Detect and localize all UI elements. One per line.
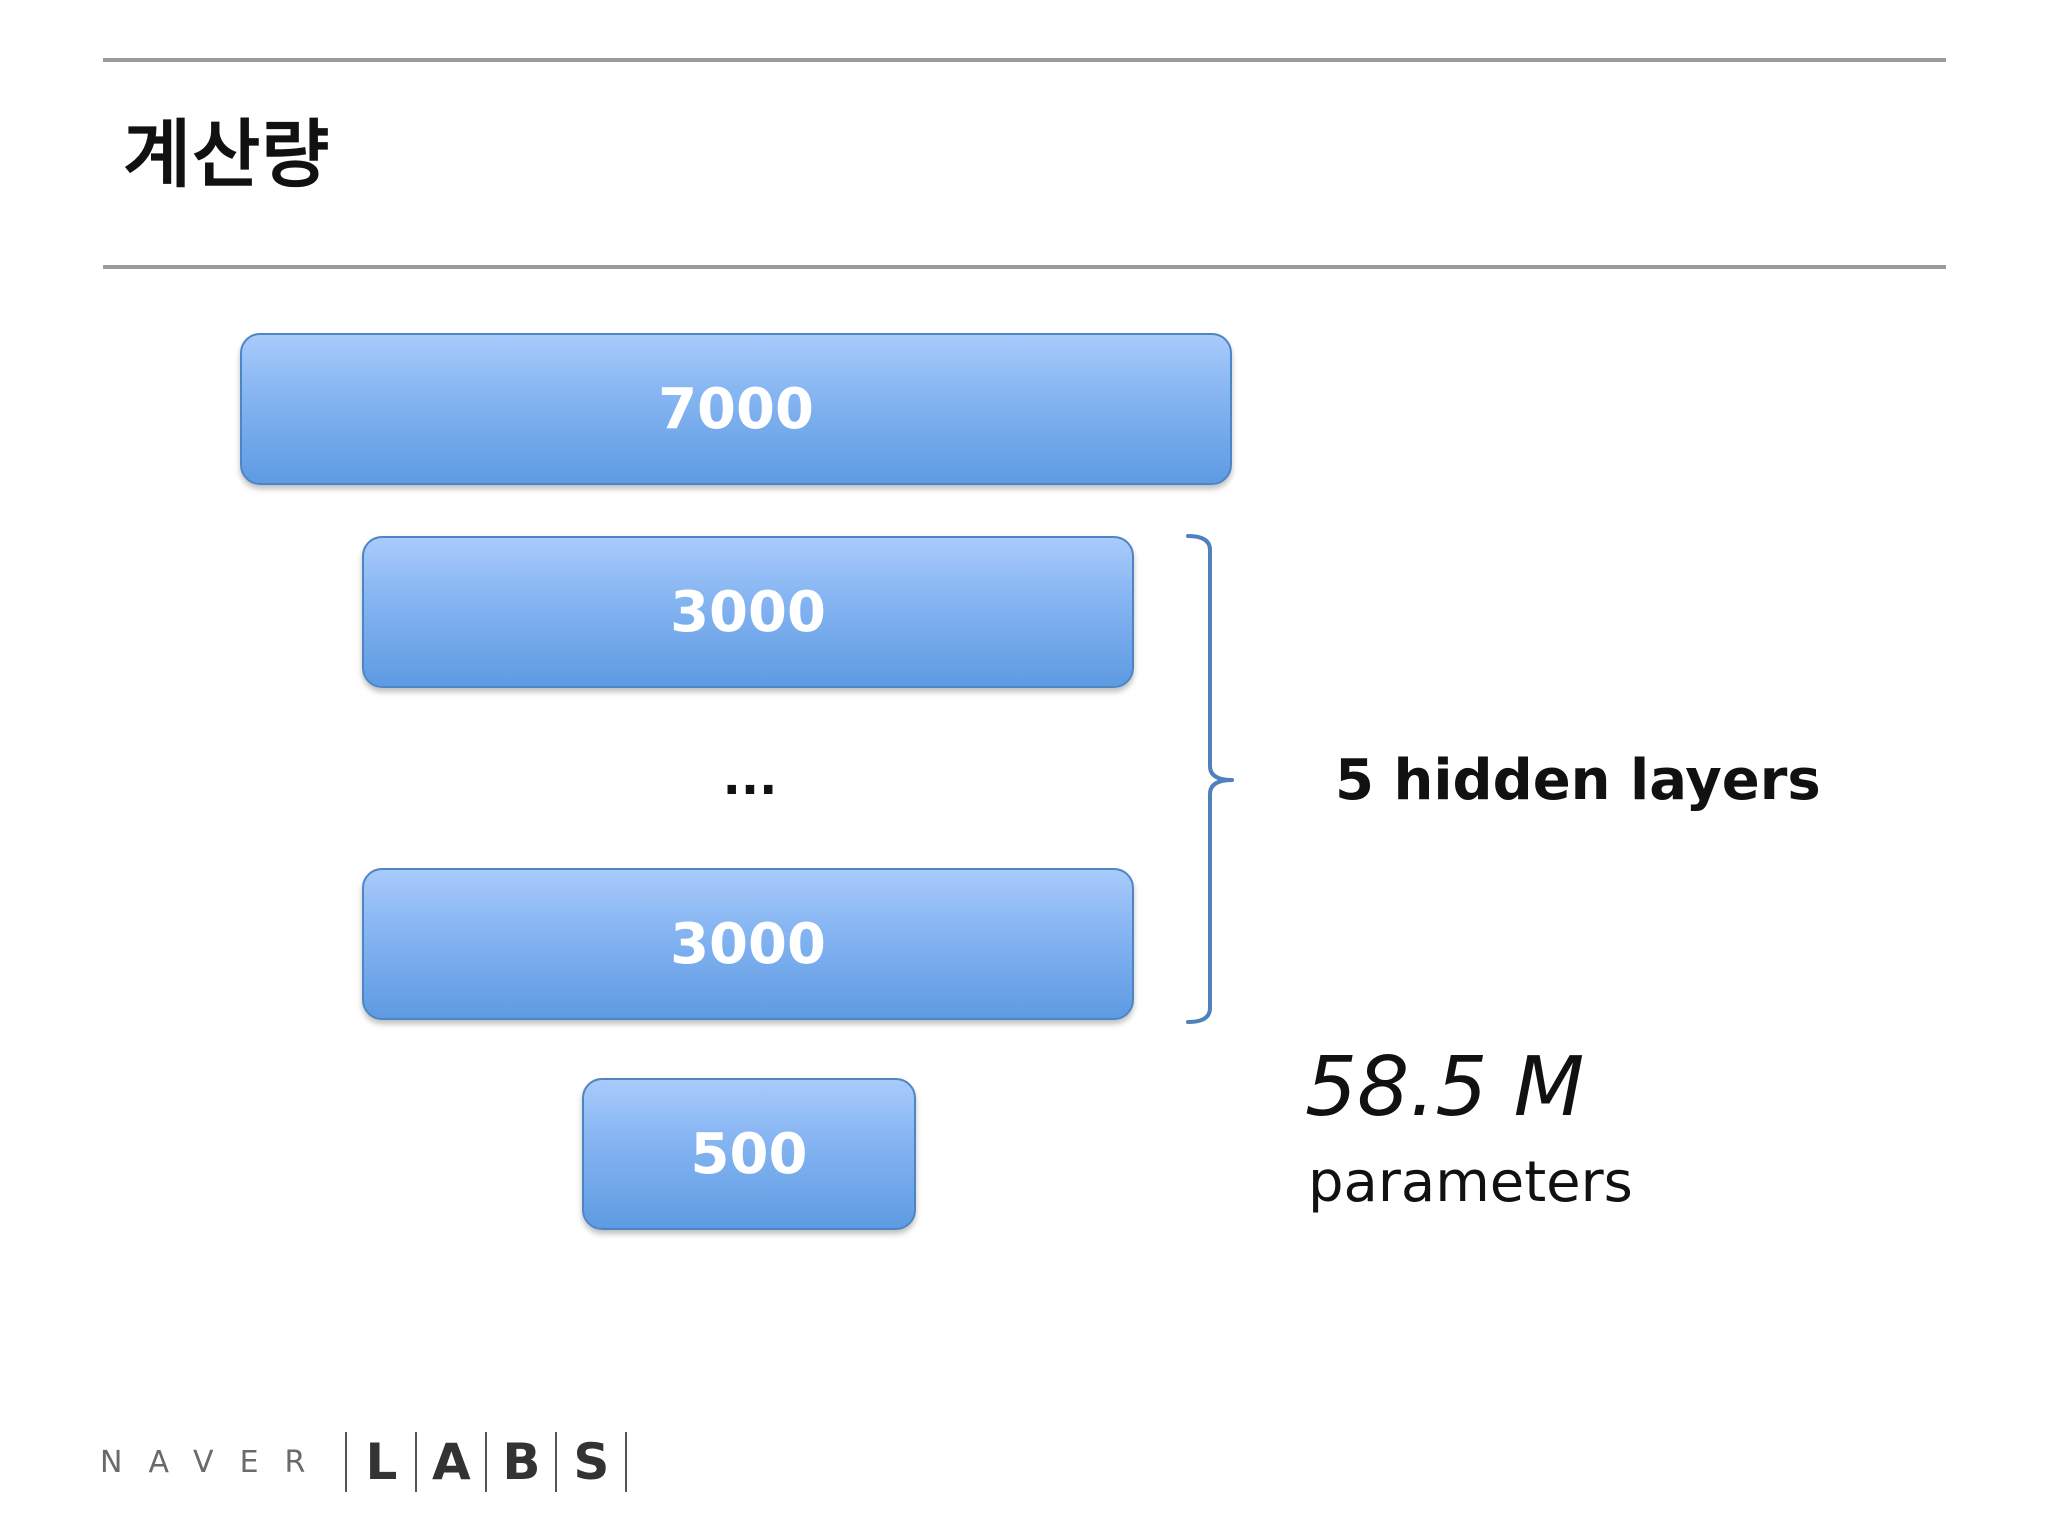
hidden-layer-last-label: 3000	[670, 911, 826, 977]
input-layer-label: 7000	[658, 376, 814, 442]
layers-ellipsis: ...	[722, 750, 778, 806]
hidden-layer-first-label: 3000	[670, 579, 826, 645]
output-layer-box: 500	[582, 1078, 916, 1230]
right-curly-brace-icon	[1186, 534, 1234, 1024]
input-layer-box: 7000	[240, 333, 1232, 485]
output-layer-label: 500	[690, 1121, 808, 1187]
hidden-layer-last-box: 3000	[362, 868, 1134, 1020]
top-divider	[103, 58, 1946, 62]
logo-letter: L	[365, 1433, 398, 1491]
hidden-layers-label: 5 hidden layers	[1335, 748, 1821, 813]
naver-labs-logo: NAVER L A B S	[100, 1430, 641, 1494]
title-divider	[103, 265, 1946, 269]
logo-letter: A	[432, 1433, 471, 1491]
logo-naver-text: NAVER	[100, 1444, 332, 1480]
logo-letter: S	[573, 1433, 610, 1491]
logo-divider	[345, 1432, 348, 1492]
slide-title: 계산량	[123, 112, 331, 198]
logo-divider	[625, 1432, 628, 1492]
parameter-count: 58.5 M	[1305, 1040, 1585, 1135]
logo-divider	[555, 1432, 558, 1492]
logo-divider	[415, 1432, 418, 1492]
logo-letter: B	[502, 1433, 541, 1491]
hidden-layer-first-box: 3000	[362, 536, 1134, 688]
logo-divider	[485, 1432, 488, 1492]
parameter-unit-label: parameters	[1308, 1150, 1633, 1215]
